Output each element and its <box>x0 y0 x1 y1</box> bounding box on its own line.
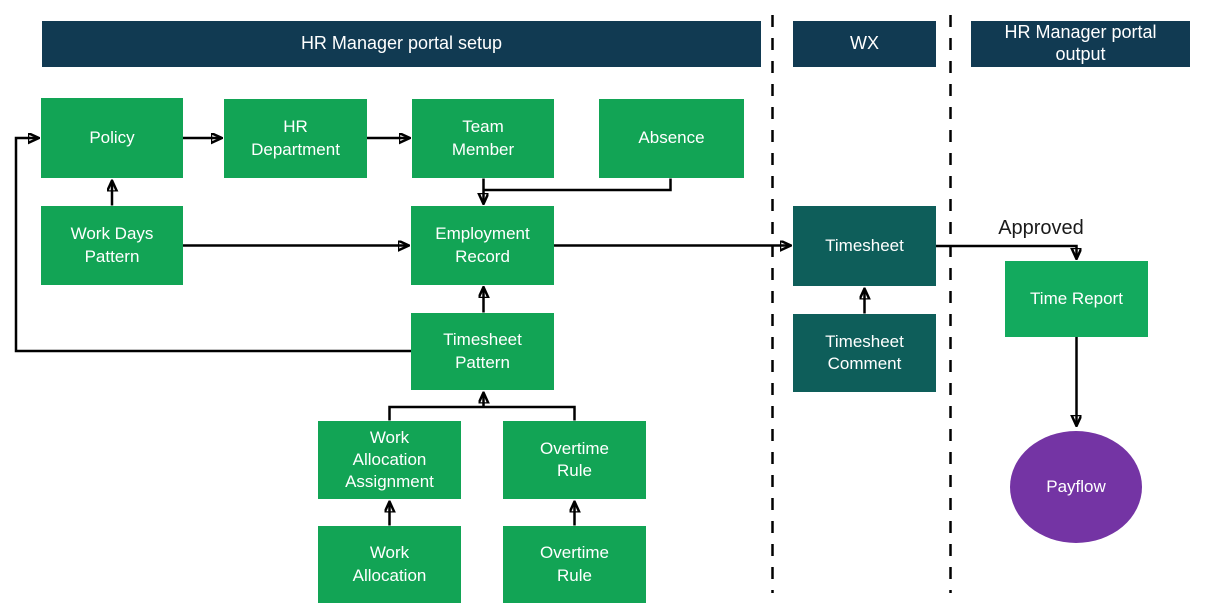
node-policy: Policy <box>41 98 183 178</box>
node-overtime-rule-upper: Overtime Rule <box>503 421 646 499</box>
arrow-timesheet-pattern-loop-to-policy <box>14 138 411 353</box>
node-timesheet-comment-label: Timesheet Comment <box>825 331 904 373</box>
lane-header-setup-label: HR Manager portal setup <box>300 33 503 54</box>
node-time-report: Time Report <box>1005 261 1148 337</box>
node-work-days-pattern: Work Days Pattern <box>41 206 183 285</box>
node-absence-label: Absence <box>638 128 705 148</box>
node-time-report-label: Time Report <box>1030 288 1123 308</box>
node-employment-record: Employment Record <box>411 206 554 285</box>
node-payflow: Payflow <box>1010 431 1142 543</box>
node-work-days-pattern-label: Work Days Pattern <box>70 224 154 266</box>
connector-absence-to-merge <box>483 178 672 192</box>
node-overtime-rule-lower: Overtime Rule <box>503 526 646 603</box>
node-work-allocation-assignment-label: Work Allocation Assignment <box>345 427 434 492</box>
node-work-allocation-label: Work Allocation <box>352 543 427 585</box>
node-work-allocation: Work Allocation <box>318 526 461 603</box>
node-timesheet-label: Timesheet <box>825 235 904 255</box>
node-hr-department: HR Department <box>224 99 367 178</box>
node-overtime-rule-upper-label: Overtime Rule <box>540 438 609 480</box>
node-hr-department-label: HR Department <box>251 117 340 159</box>
lane-header-wx-label: WX <box>850 33 879 54</box>
node-payflow-label: Payflow <box>1046 476 1106 496</box>
lane-header-output: HR Manager portal output <box>971 21 1190 67</box>
arrow-timesheet-to-time-report <box>936 244 1077 258</box>
node-timesheet-comment: Timesheet Comment <box>793 314 936 392</box>
node-employment-record-label: Employment Record <box>435 224 530 266</box>
node-team-member: Team Member <box>412 99 554 178</box>
node-policy-label: Policy <box>89 127 135 147</box>
lane-header-wx: WX <box>793 21 936 67</box>
node-absence: Absence <box>599 99 744 178</box>
connector-allocation-overtime-merge <box>388 405 576 421</box>
edge-label-approved: Approved <box>998 217 1084 239</box>
lane-header-setup: HR Manager portal setup <box>42 21 761 67</box>
lane-header-output-label: HR Manager portal output <box>1004 22 1157 64</box>
node-timesheet: Timesheet <box>793 206 936 286</box>
node-team-member-label: Team Member <box>451 117 515 159</box>
node-timesheet-pattern: Timesheet Pattern <box>411 313 554 390</box>
node-work-allocation-assignment: Work Allocation Assignment <box>318 421 461 499</box>
node-overtime-rule-lower-label: Overtime Rule <box>540 543 609 585</box>
node-timesheet-pattern-label: Timesheet Pattern <box>443 330 522 372</box>
